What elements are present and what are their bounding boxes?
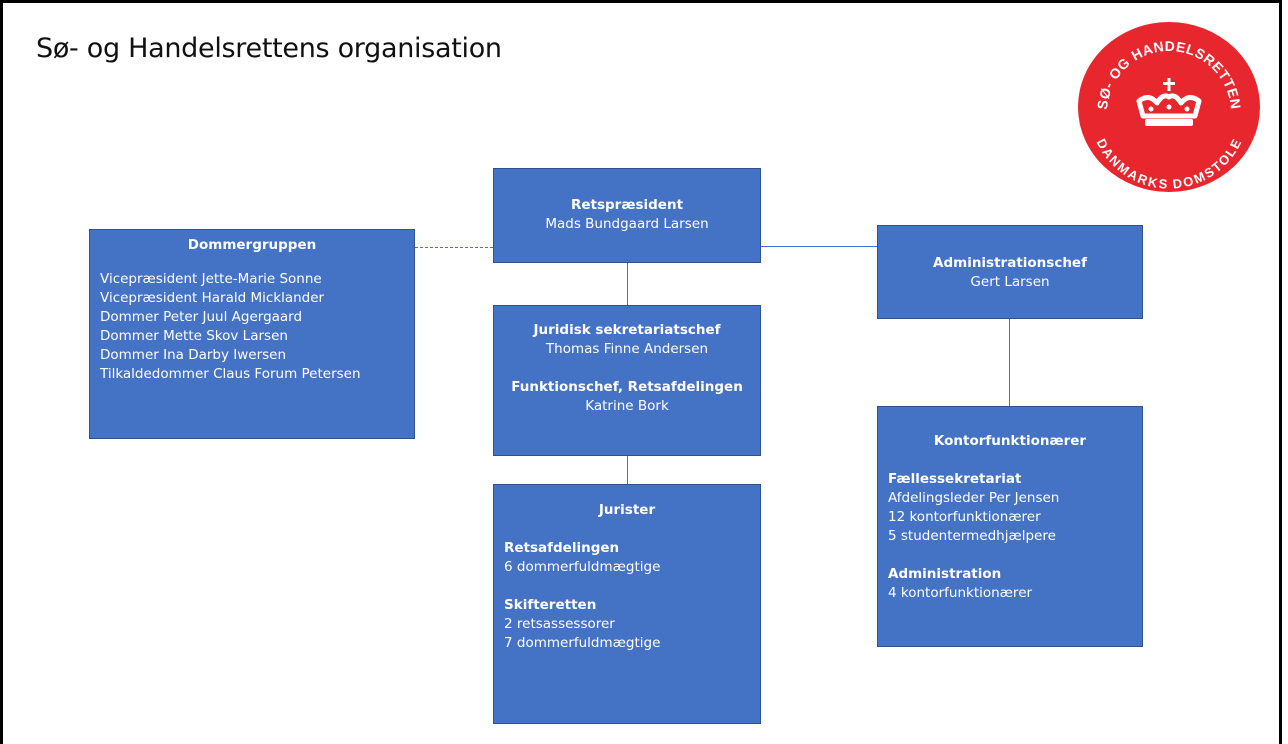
dommergruppen-box: Dommergruppen Vicepræsident Jette-Marie … — [89, 229, 415, 439]
connector-dommer-retspraesident — [415, 247, 493, 248]
connector-admin-kontor — [1009, 319, 1010, 406]
dommergruppen-member: Tilkaldedommer Claus Forum Petersen — [100, 366, 361, 382]
page-title: Sø- og Handelsrettens organisation — [36, 33, 502, 64]
funktionschef-heading: Funktionschef, Retsafdelingen — [511, 379, 743, 395]
dommergruppen-heading: Dommergruppen — [187, 237, 317, 253]
administrationschef-name: Gert Larsen — [970, 274, 1050, 290]
skifteretten-heading: Skifteretten — [504, 597, 597, 613]
retspraesident-name: Mads Bundgaard Larsen — [545, 216, 709, 232]
funktionschef-name: Katrine Bork — [585, 398, 669, 414]
juridisk-heading: Juridisk sekretariatschef — [533, 322, 721, 338]
kontor-heading: Kontorfunktionærer — [933, 433, 1087, 449]
retspraesident-heading: Retspræsident — [570, 197, 684, 213]
administration-line: 4 kontorfunktionærer — [888, 585, 1033, 601]
crown-icon — [1136, 78, 1202, 126]
dommergruppen-member: Vicepræsident Jette-Marie Sonne — [100, 271, 322, 287]
connector-retspraesident-admin — [761, 246, 877, 247]
dommergruppen-member: Dommer Peter Juul Agergaard — [100, 309, 303, 325]
dommergruppen-member: Vicepræsident Harald Micklander — [100, 289, 414, 308]
retspraesident-box: Retspræsident Mads Bundgaard Larsen — [493, 168, 761, 263]
administrationschef-heading: Administrationschef — [933, 255, 1087, 271]
retsafdelingen-heading: Retsafdelingen — [504, 540, 620, 556]
jurister-box: Jurister Retsafdelingen 6 dommerfuldmægt… — [493, 484, 761, 724]
juridisk-box: Juridisk sekretariatschef Thomas Finne A… — [493, 305, 761, 456]
administration-heading: Administration — [888, 566, 1002, 582]
skifteretten-line: 7 dommerfuldmægtige — [504, 635, 661, 651]
faellessekretariat-line: 12 kontorfunktionærer — [888, 509, 1041, 525]
connector-juridisk-jurister — [627, 456, 628, 484]
faellessekretariat-line: 5 studentermedhjælpere — [888, 528, 1056, 544]
faellessekretariat-heading: Fællessekretariat — [888, 471, 1022, 487]
jurister-heading: Jurister — [598, 502, 656, 518]
connector-retspraesident-juridisk — [627, 263, 628, 305]
dommergruppen-member: Dommer Mette Skov Larsen — [100, 328, 288, 344]
court-logo: SØ- OG HANDELSRETTEN DANMARKS DOMSTOLE — [1078, 22, 1260, 192]
dommergruppen-member: Dommer Ina Darby Iwersen — [100, 347, 287, 363]
dommergruppen-member-text: Vicepræsident Harald Micklander — [100, 290, 325, 306]
faellessekretariat-line: Afdelingsleder Per Jensen — [888, 490, 1060, 506]
administrationschef-box: Administrationschef Gert Larsen — [877, 225, 1143, 319]
kontor-box: Kontorfunktionærer Fællessekretariat Afd… — [877, 406, 1143, 647]
retsafdelingen-line: 6 dommerfuldmægtige — [504, 559, 661, 575]
juridisk-name: Thomas Finne Andersen — [545, 341, 709, 357]
skifteretten-line: 2 retsassessorer — [504, 616, 615, 632]
